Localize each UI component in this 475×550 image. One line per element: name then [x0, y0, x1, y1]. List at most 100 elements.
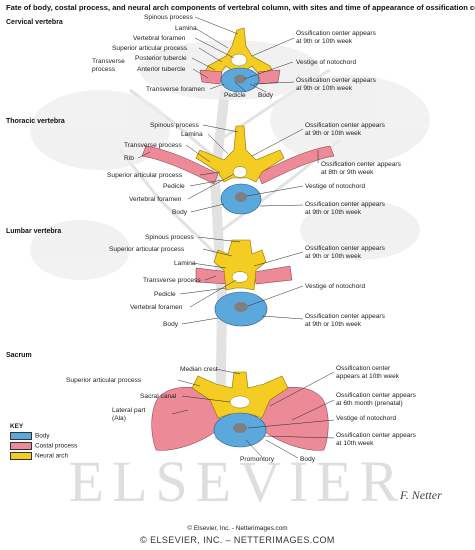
sacrum-body-label: Body	[300, 456, 316, 463]
lumbar-ossif-body-2: at 9th or 10th week	[305, 321, 362, 328]
figure-title: Fate of body, costal process, and neural…	[6, 3, 475, 12]
cervical-ossif-arch-1: Ossification center appears	[296, 30, 376, 37]
thoracic-foramen-label: Vertebral foramen	[129, 196, 182, 203]
thoracic-ossif-body-2: at 9th or 10th week	[305, 209, 362, 216]
thoracic-neural-arch	[195, 125, 285, 183]
lumbar-foramen-label: Vertebral foramen	[130, 304, 183, 311]
lumbar-ossif-body-1: Ossification center appears	[305, 313, 385, 320]
cervical-ossif-body-1: Ossification center appears	[296, 77, 376, 84]
sacrum-notochord	[233, 423, 247, 433]
sacrum-promontory-label: Promontory	[240, 456, 275, 463]
thoracic-vertebra	[141, 125, 335, 215]
thoracic-rib-right	[257, 145, 335, 185]
thoracic-ossif-body-1: Ossification center appears	[305, 201, 385, 208]
cervical-vertebral-foramen	[230, 53, 248, 67]
thoracic-vertebral-foramen	[232, 166, 248, 178]
lumbar-lamina-label: Lamina	[174, 260, 196, 267]
cervical-body-label: Body	[258, 92, 274, 99]
thoracic-rib-label: Rib	[124, 155, 134, 162]
key-title: KEY	[10, 423, 24, 430]
thoracic-notochord	[235, 192, 247, 202]
cervical-pedicle-label: Pedicle	[224, 92, 246, 99]
cervical-transverse-label-1: Transverse	[92, 58, 125, 65]
thoracic-rib-left	[141, 145, 219, 185]
sacrum-heading: Sacrum	[6, 352, 32, 359]
cervical-foramen-label: Vertebral foramen	[133, 35, 186, 42]
key-label-costal: Costal process	[35, 442, 78, 450]
sacral-canal	[229, 395, 251, 409]
copyright-small: © Elsevier, Inc. - Netterimages.com	[187, 525, 288, 532]
cervical-vertebra	[199, 27, 281, 93]
thoracic-notochord-label: Vestige of notochord	[305, 183, 366, 190]
sacrum-lateral-label-2: (Ala)	[112, 415, 126, 422]
lumbar-vertebral-foramen	[231, 271, 249, 283]
lumbar-transverse-label: Transverse process	[143, 277, 201, 284]
key-item-neural: Neural arch	[10, 452, 68, 460]
thoracic-transverse-label: Transverse process	[124, 142, 182, 149]
lumbar-ossif-arch-2: at 9th or 10th week	[305, 253, 362, 260]
key-swatch-body	[10, 432, 32, 440]
thoracic-ossif-rib-1: Ossification center appears	[321, 161, 401, 168]
sacrum-ossif-body-1: Ossification center appears	[336, 432, 416, 439]
sacrum-median-crest-label: Median crest	[180, 366, 218, 373]
lumbar-superior-label: Superior articular process	[109, 246, 185, 253]
thoracic-spinous-label: Spinous process	[150, 122, 199, 129]
lumbar-notochord-label: Vestige of notochord	[305, 283, 366, 290]
cervical-transverse-foramen-label: Transverse foramen	[146, 86, 205, 93]
thoracic-lamina-label: Lamina	[181, 131, 203, 138]
lumbar-heading: Lumbar vertebra	[6, 228, 62, 235]
sacrum-ossif-costal-2: at 6th month (prenatal)	[336, 400, 403, 407]
lumbar-spinous-label: Spinous process	[145, 234, 194, 241]
thoracic-ossif-rib-2: at 8th or 9th week	[321, 169, 374, 176]
cervical-notochord	[234, 74, 246, 84]
leader-lines	[137, 16, 335, 459]
sacrum-ossif-arch-2: appears at 10th week	[336, 373, 400, 380]
key-label-neural: Neural arch	[35, 452, 69, 460]
key-swatch-costal	[10, 442, 32, 450]
artist-signature: F. Netter	[400, 488, 442, 502]
cervical-transverse-label-2: process	[92, 66, 116, 73]
sacrum	[151, 371, 329, 451]
cervical-heading: Cervical vertebra	[6, 19, 63, 26]
thoracic-ossif-arch-2: at 9th or 10th week	[305, 130, 362, 137]
thoracic-body-label: Body	[172, 209, 188, 216]
watermark: ELSEVIER	[68, 449, 407, 514]
key-item-costal: Costal process	[10, 442, 77, 450]
cervical-costal-left	[199, 69, 223, 85]
thoracic-superior-label: Superior articular process	[107, 172, 183, 179]
sacrum-ossif-costal-1: Ossification center appears	[336, 392, 416, 399]
key-item-body: Body	[10, 432, 50, 440]
sacrum-canal-label: Sacral canal	[140, 393, 177, 400]
cervical-notochord-label: Vestige of notochord	[296, 59, 357, 66]
lumbar-ossif-arch-1: Ossification center appears	[305, 245, 385, 252]
lumbar-pedicle-label: Pedicle	[154, 291, 176, 298]
lumbar-vertebra	[195, 239, 293, 327]
copyright-large: © ELSEVIER, INC. – NETTERIMAGES.COM	[140, 535, 335, 545]
cervical-ossif-body-2: at 9th or 10th week	[296, 85, 353, 92]
sacrum-ala-left	[151, 387, 223, 451]
cervical-lamina-label: Lamina	[175, 25, 197, 32]
cervical-ossif-arch-2: at 9th or 10th week	[296, 38, 353, 45]
thoracic-pedicle-label: Pedicle	[163, 183, 185, 190]
thoracic-heading: Thoracic vertebra	[6, 118, 65, 125]
lumbar-body-label: Body	[163, 321, 179, 328]
lumbar-neural-arch	[213, 239, 267, 291]
sacrum-ossif-body-2: at 10th week	[336, 440, 374, 447]
lumbar-costal-right	[253, 265, 293, 285]
cervical-anterior-tubercle-label: Anterior tubercle	[137, 66, 186, 73]
background-foliage	[30, 40, 430, 280]
sacrum-notochord-label: Vestige of notochord	[336, 415, 397, 422]
thoracic-ossif-arch-1: Ossification center appears	[305, 122, 385, 129]
lumbar-notochord	[234, 302, 248, 312]
key-label-body: Body	[35, 432, 50, 440]
cervical-costal-right	[257, 69, 281, 85]
sacrum-ossif-arch-1: Ossification center	[336, 365, 391, 372]
cervical-spinous-label: Spinous process	[144, 14, 193, 21]
sacrum-superior-label: Superior articular process	[66, 377, 142, 384]
key-swatch-neural	[10, 452, 32, 460]
cervical-superior-label: Superior articular process	[112, 45, 188, 52]
sacrum-lateral-label-1: Lateral part	[112, 407, 146, 414]
cervical-posterior-tubercle-label: Posterior tubercle	[135, 55, 187, 62]
